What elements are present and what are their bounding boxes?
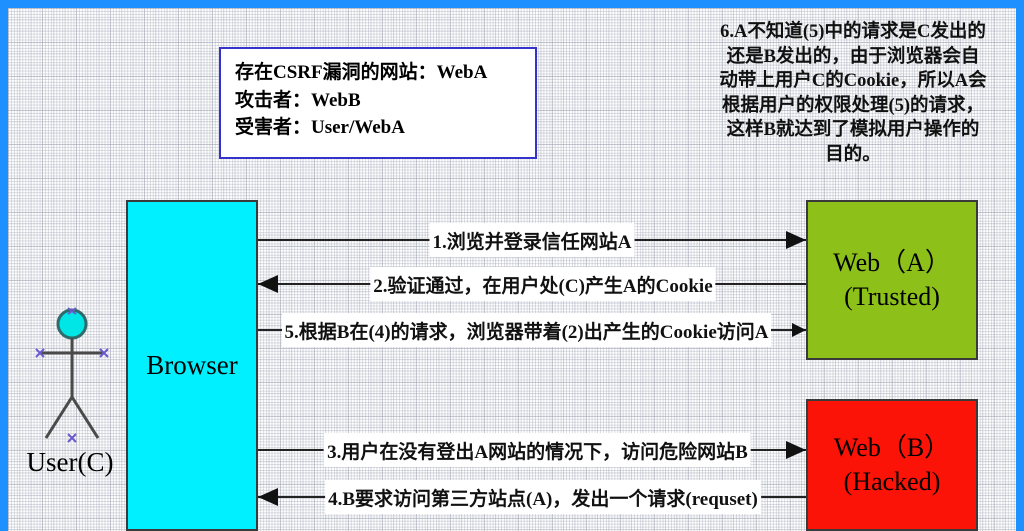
- actor-user-c[interactable]: [32, 307, 112, 447]
- selection-handle-icon: [35, 307, 109, 443]
- node-browser[interactable]: Browser: [126, 200, 258, 531]
- note-line-3: 动带上用户C的Cookie，所以A会: [719, 71, 987, 92]
- actor-label: User(C): [26, 447, 114, 477]
- note-line-2: 还是B发出的，由于浏览器会自: [726, 46, 980, 67]
- arrowhead-left-icon: [258, 488, 278, 506]
- legend-line-1: 存在CSRF漏洞的网站：WebA: [235, 62, 488, 83]
- note-line-5: 这样B就达到了模拟用户操作的: [726, 120, 980, 141]
- note-line-6: 目的。: [825, 144, 881, 165]
- arrowhead-left-icon: [258, 275, 278, 293]
- node-browser-label: Browser: [146, 349, 238, 380]
- node-web-b-label: Web（B）: [833, 433, 951, 463]
- legend-line-3: 受害者：User/WebA: [235, 117, 405, 139]
- message-2: 2.验证通过，在用户处(C)产生A的Cookie: [258, 267, 806, 301]
- note-step-6: 6.A不知道(5)中的请求是C发出的 还是B发出的，由于浏览器会自 动带上用户C…: [694, 20, 1012, 168]
- arrowhead-right-icon: [786, 441, 806, 459]
- node-web-a-label: Web（A）: [833, 248, 951, 278]
- node-web-b[interactable]: Web（B） (Hacked): [806, 399, 978, 531]
- message-5: 5.根据B在(4)的请求，浏览器带着(2)出产生的Cookie访问A: [258, 313, 806, 347]
- node-web-a[interactable]: Web（A） (Trusted): [806, 200, 978, 360]
- legend-box: 存在CSRF漏洞的网站：WebA 攻击者：WebB 受害者：User/WebA: [219, 47, 537, 159]
- message-4-label: 4.B要求访问第三方站点(A)，发出一个请求(requset): [325, 480, 761, 514]
- message-3-label: 3.用户在没有登出A网站的情况下，访问危险网站B: [324, 433, 751, 467]
- stick-figure-icon: [35, 307, 109, 443]
- message-1: 1.浏览并登录信任网站A: [258, 223, 806, 257]
- message-4: 4.B要求访问第三方站点(A)，发出一个请求(requset): [258, 480, 806, 514]
- legend-line-2: 攻击者：WebB: [235, 89, 361, 111]
- arrowhead-right-icon: [792, 323, 806, 337]
- node-web-b-sublabel: (Hacked): [843, 467, 941, 496]
- message-3: 3.用户在没有登出A网站的情况下，访问危险网站B: [258, 433, 806, 467]
- note-line-4: 根据用户的权限处理(5)的请求，: [721, 95, 985, 116]
- message-1-label: 1.浏览并登录信任网站A: [429, 223, 635, 257]
- message-5-label: 5.根据B在(4)的请求，浏览器带着(2)出产生的Cookie访问A: [281, 313, 772, 347]
- message-2-label: 2.验证通过，在用户处(C)产生A的Cookie: [370, 267, 716, 301]
- node-web-a-sublabel: (Trusted): [844, 282, 940, 311]
- note-line-1: 6.A不知道(5)中的请求是C发出的: [720, 22, 986, 42]
- arrowhead-right-icon: [786, 231, 806, 249]
